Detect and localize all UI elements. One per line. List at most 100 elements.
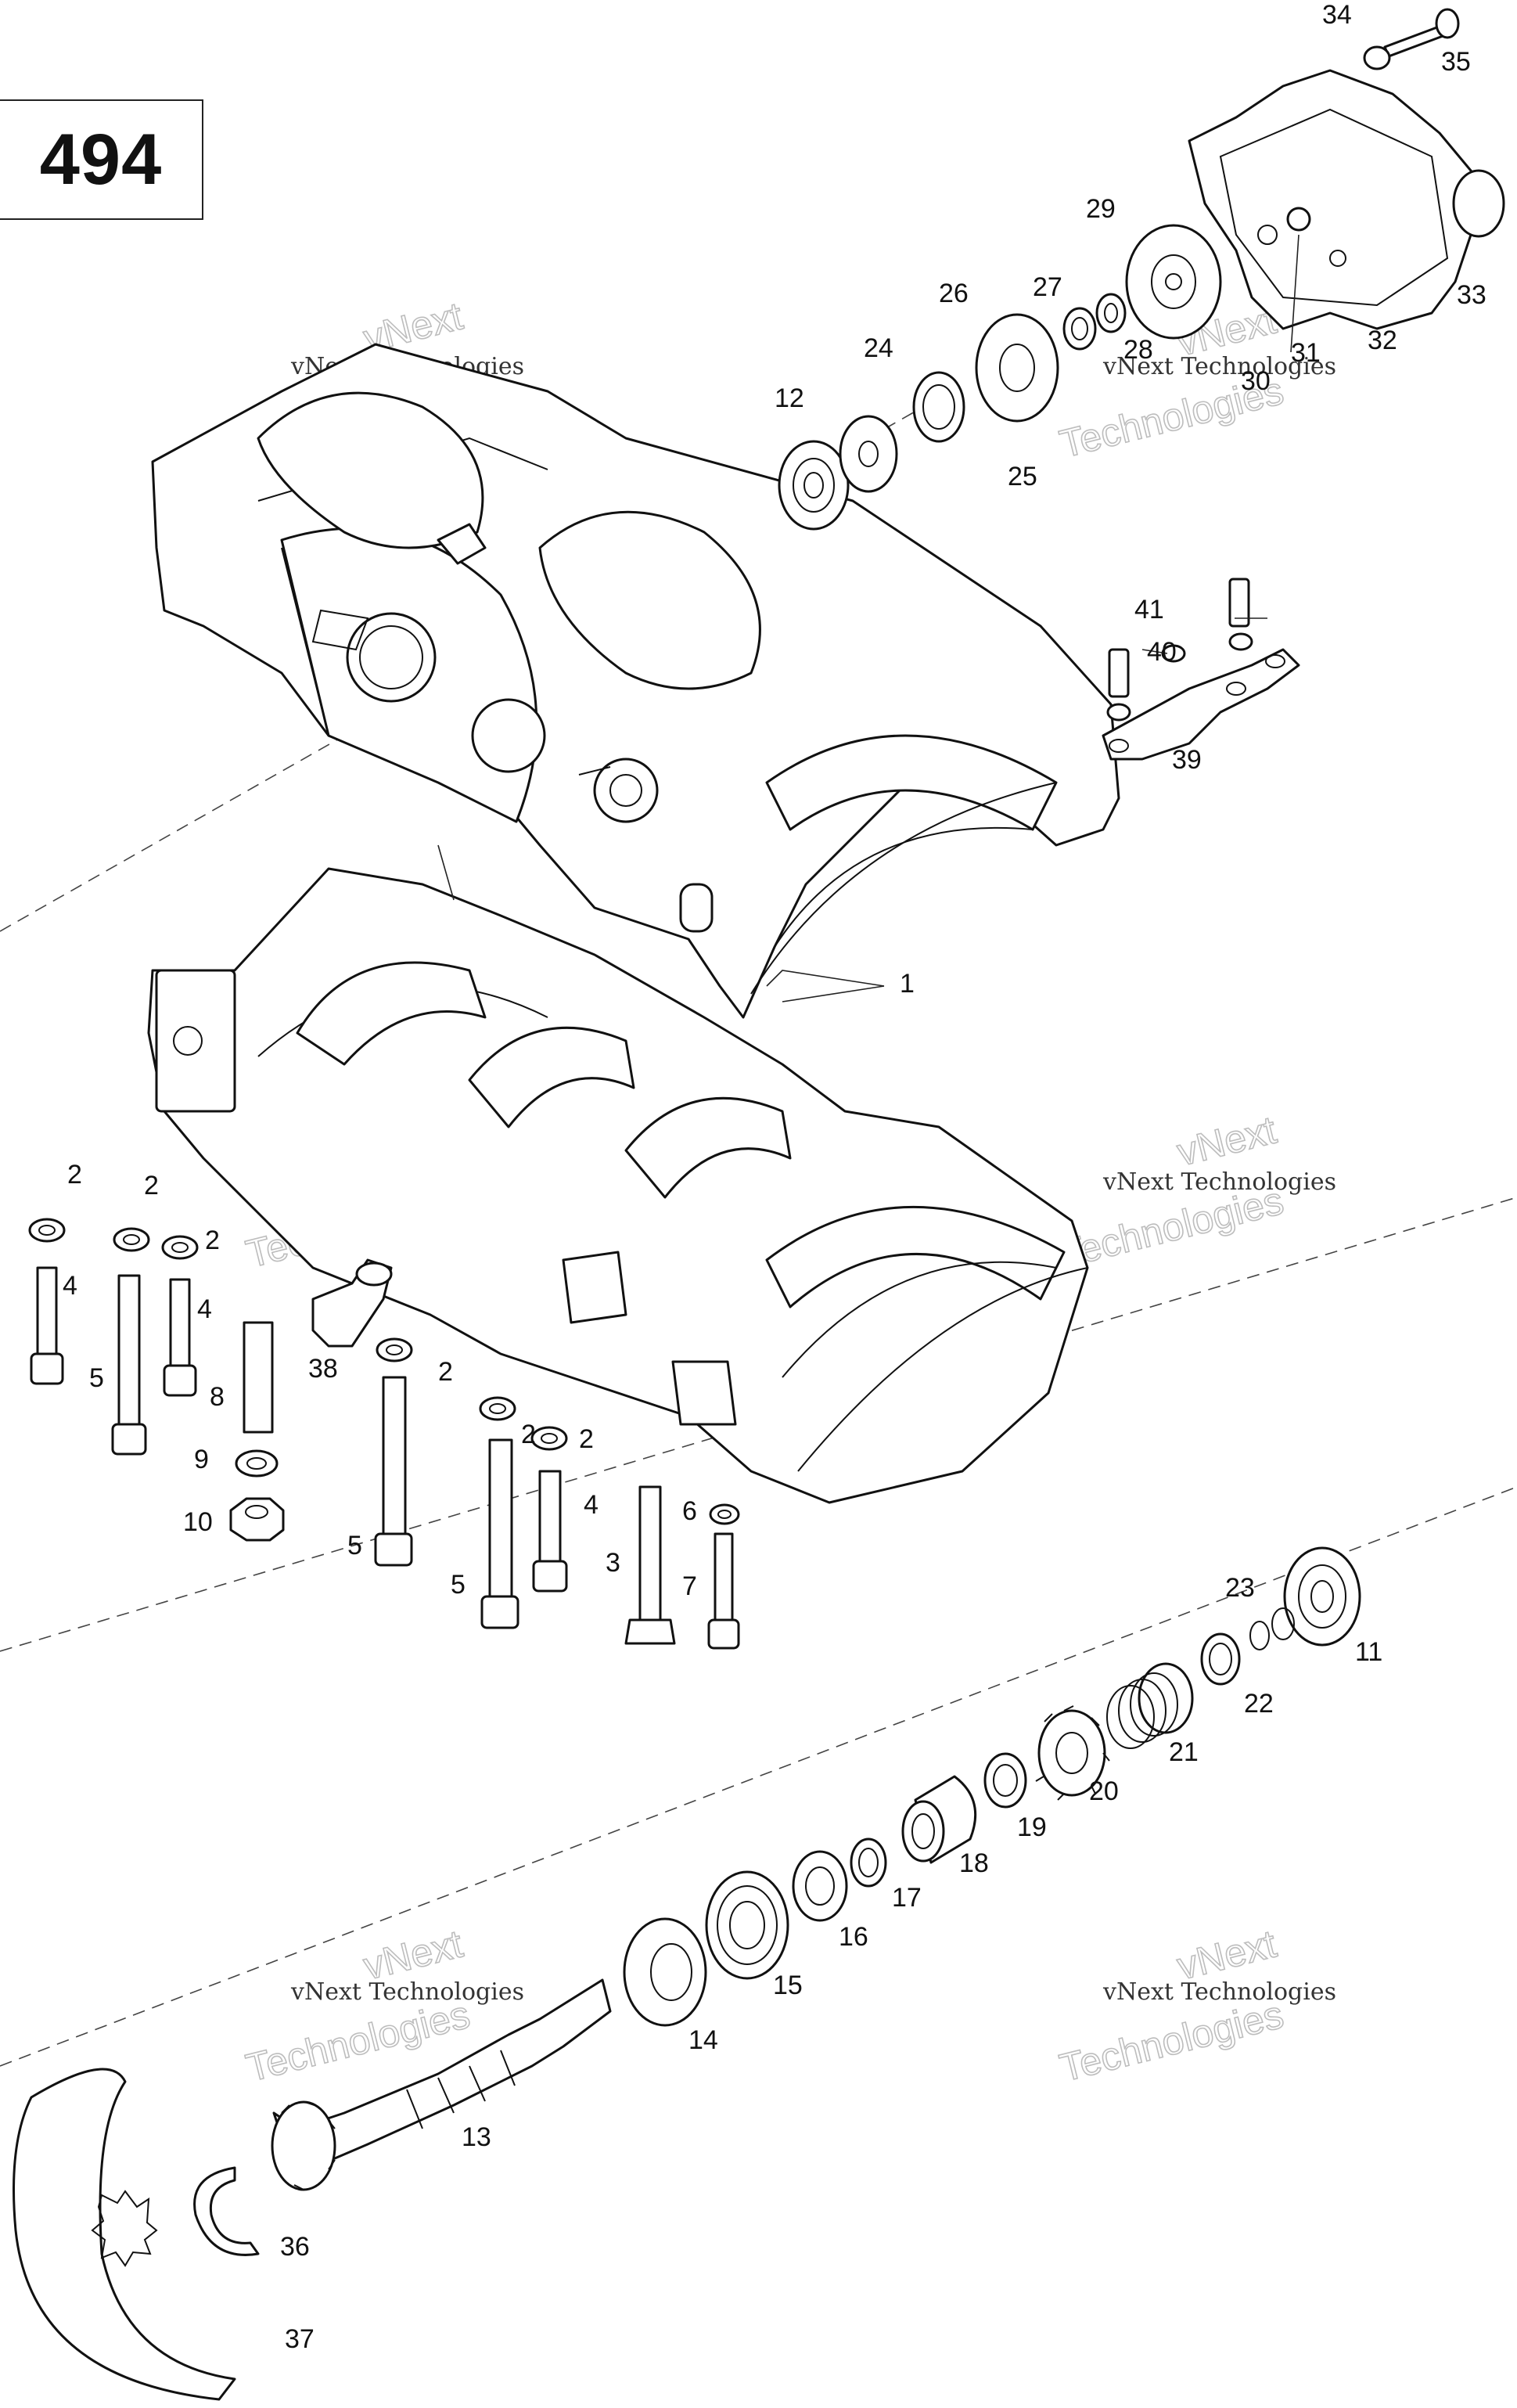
callout-4: 4 bbox=[63, 1271, 77, 1301]
bolt-5b bbox=[374, 1376, 413, 1567]
callout-12: 12 bbox=[775, 383, 804, 413]
watermark-text: vNext Technologies bbox=[1102, 353, 1336, 380]
bolt-5c bbox=[480, 1438, 519, 1629]
elbow-fitting-38 bbox=[311, 1258, 393, 1348]
callout-41: 41 bbox=[1134, 595, 1164, 624]
nut-10 bbox=[229, 1497, 285, 1542]
page-number-box: 494 bbox=[0, 99, 203, 220]
callout-21: 21 bbox=[1169, 1737, 1199, 1767]
ring-25 bbox=[912, 371, 965, 443]
callout-30: 30 bbox=[1241, 366, 1271, 396]
callout-19: 19 bbox=[1017, 1812, 1047, 1842]
callout-14: 14 bbox=[688, 2025, 718, 2055]
callout-4: 4 bbox=[584, 1490, 599, 1520]
callout-6: 6 bbox=[682, 1496, 697, 1526]
callout-15: 15 bbox=[773, 1971, 803, 2000]
washer-2f bbox=[530, 1426, 568, 1451]
washer-2b bbox=[113, 1227, 150, 1252]
bolt-4c bbox=[532, 1470, 568, 1593]
washer-16 bbox=[792, 1850, 848, 1922]
callout-37: 37 bbox=[285, 2324, 315, 2354]
callout-5: 5 bbox=[347, 1531, 362, 1560]
callout-2: 2 bbox=[67, 1160, 82, 1190]
washer-27 bbox=[1062, 293, 1127, 351]
leader-lines bbox=[437, 234, 1300, 1002]
upper-crankcase bbox=[151, 343, 1120, 1019]
watermark-text: vNext Technologies bbox=[1102, 1168, 1336, 1196]
callout-10: 10 bbox=[183, 1507, 213, 1537]
callout-34: 34 bbox=[1322, 0, 1352, 30]
bolt-7 bbox=[707, 1532, 740, 1650]
callout-5: 5 bbox=[89, 1363, 104, 1393]
bolt-4b bbox=[163, 1278, 197, 1397]
screw-40 bbox=[1108, 648, 1130, 698]
pump-housing-33 bbox=[1188, 69, 1505, 330]
lower-crankcase bbox=[147, 867, 1089, 1504]
callout-39: 39 bbox=[1172, 745, 1202, 775]
callout-9: 9 bbox=[194, 1445, 209, 1474]
callout-32: 32 bbox=[1368, 326, 1397, 355]
pump-rotor-29 bbox=[1125, 224, 1222, 340]
washer-2c bbox=[161, 1235, 199, 1260]
watermark-technologies: Technologies bbox=[1055, 1992, 1288, 2090]
callout-7: 7 bbox=[682, 1571, 697, 1601]
callout-20: 20 bbox=[1089, 1776, 1119, 1806]
callout-2: 2 bbox=[205, 1226, 220, 1255]
output-shaft-assembly bbox=[13, 1546, 1361, 2401]
watermark-vnext: vNext bbox=[1173, 1107, 1281, 1174]
seal-14 bbox=[623, 1917, 707, 2027]
bearing-11 bbox=[1283, 1546, 1361, 1647]
callout-28: 28 bbox=[1123, 335, 1153, 365]
cylinder-bore-2 bbox=[257, 391, 484, 549]
callout-2: 2 bbox=[438, 1357, 453, 1387]
bushing-18 bbox=[901, 1775, 977, 1864]
oil-pump-assembly bbox=[778, 8, 1505, 531]
page-number: 494 bbox=[39, 119, 163, 200]
callout-2: 2 bbox=[521, 1420, 536, 1449]
spring-21 bbox=[1106, 1662, 1194, 1749]
callout-17: 17 bbox=[892, 1883, 922, 1913]
callout-22: 22 bbox=[1244, 1689, 1274, 1719]
washer-19 bbox=[983, 1752, 1027, 1809]
washer-2a bbox=[28, 1218, 66, 1243]
washer-9 bbox=[235, 1449, 279, 1478]
washer-26 bbox=[975, 313, 1059, 423]
watermark-text: vNext Technologies bbox=[1102, 1978, 1336, 2006]
callout-4: 4 bbox=[197, 1294, 212, 1324]
bearing-12 bbox=[778, 440, 850, 531]
callout-13: 13 bbox=[462, 2122, 491, 2152]
callout-2: 2 bbox=[144, 1171, 159, 1200]
callout-38: 38 bbox=[308, 1354, 338, 1384]
seal-24 bbox=[839, 415, 898, 493]
callout-40: 40 bbox=[1147, 637, 1177, 667]
gear-20 bbox=[1035, 1705, 1110, 1801]
callout-8: 8 bbox=[210, 1382, 225, 1412]
bolt-5a bbox=[111, 1274, 147, 1456]
spacer-22 bbox=[1200, 1632, 1241, 1686]
cover-37 bbox=[13, 2068, 236, 2401]
callout-2: 2 bbox=[579, 1424, 594, 1454]
washer-6 bbox=[709, 1503, 740, 1525]
shaft-13 bbox=[271, 1978, 612, 2191]
callout-35: 35 bbox=[1441, 47, 1471, 77]
callout-5: 5 bbox=[451, 1570, 466, 1600]
callout-18: 18 bbox=[959, 1848, 989, 1878]
callout-36: 36 bbox=[280, 2232, 310, 2262]
cylinder-bore-1 bbox=[538, 510, 761, 690]
bracket-39 bbox=[1102, 578, 1300, 761]
circlip-17 bbox=[850, 1837, 887, 1888]
washer-34 bbox=[1363, 45, 1391, 70]
watermark-text: vNext Technologies bbox=[290, 1978, 524, 2006]
callout-11: 11 bbox=[1355, 1637, 1382, 1667]
circlip-36 bbox=[193, 2166, 260, 2256]
washer-2e bbox=[479, 1396, 516, 1421]
callout-1: 1 bbox=[900, 969, 915, 999]
callout-labels: 1 2 2 2 2 2 2 3 4 4 4 5 5 5 6 7 8 9 10 1… bbox=[63, 0, 1486, 2354]
watermark-mid-right: vNext Technologies vNext Technologies bbox=[1055, 1107, 1336, 1277]
callout-26: 26 bbox=[939, 279, 969, 308]
screw-41 bbox=[1228, 578, 1250, 628]
bearing-15 bbox=[705, 1870, 789, 1980]
circlip-23 bbox=[1249, 1607, 1295, 1650]
